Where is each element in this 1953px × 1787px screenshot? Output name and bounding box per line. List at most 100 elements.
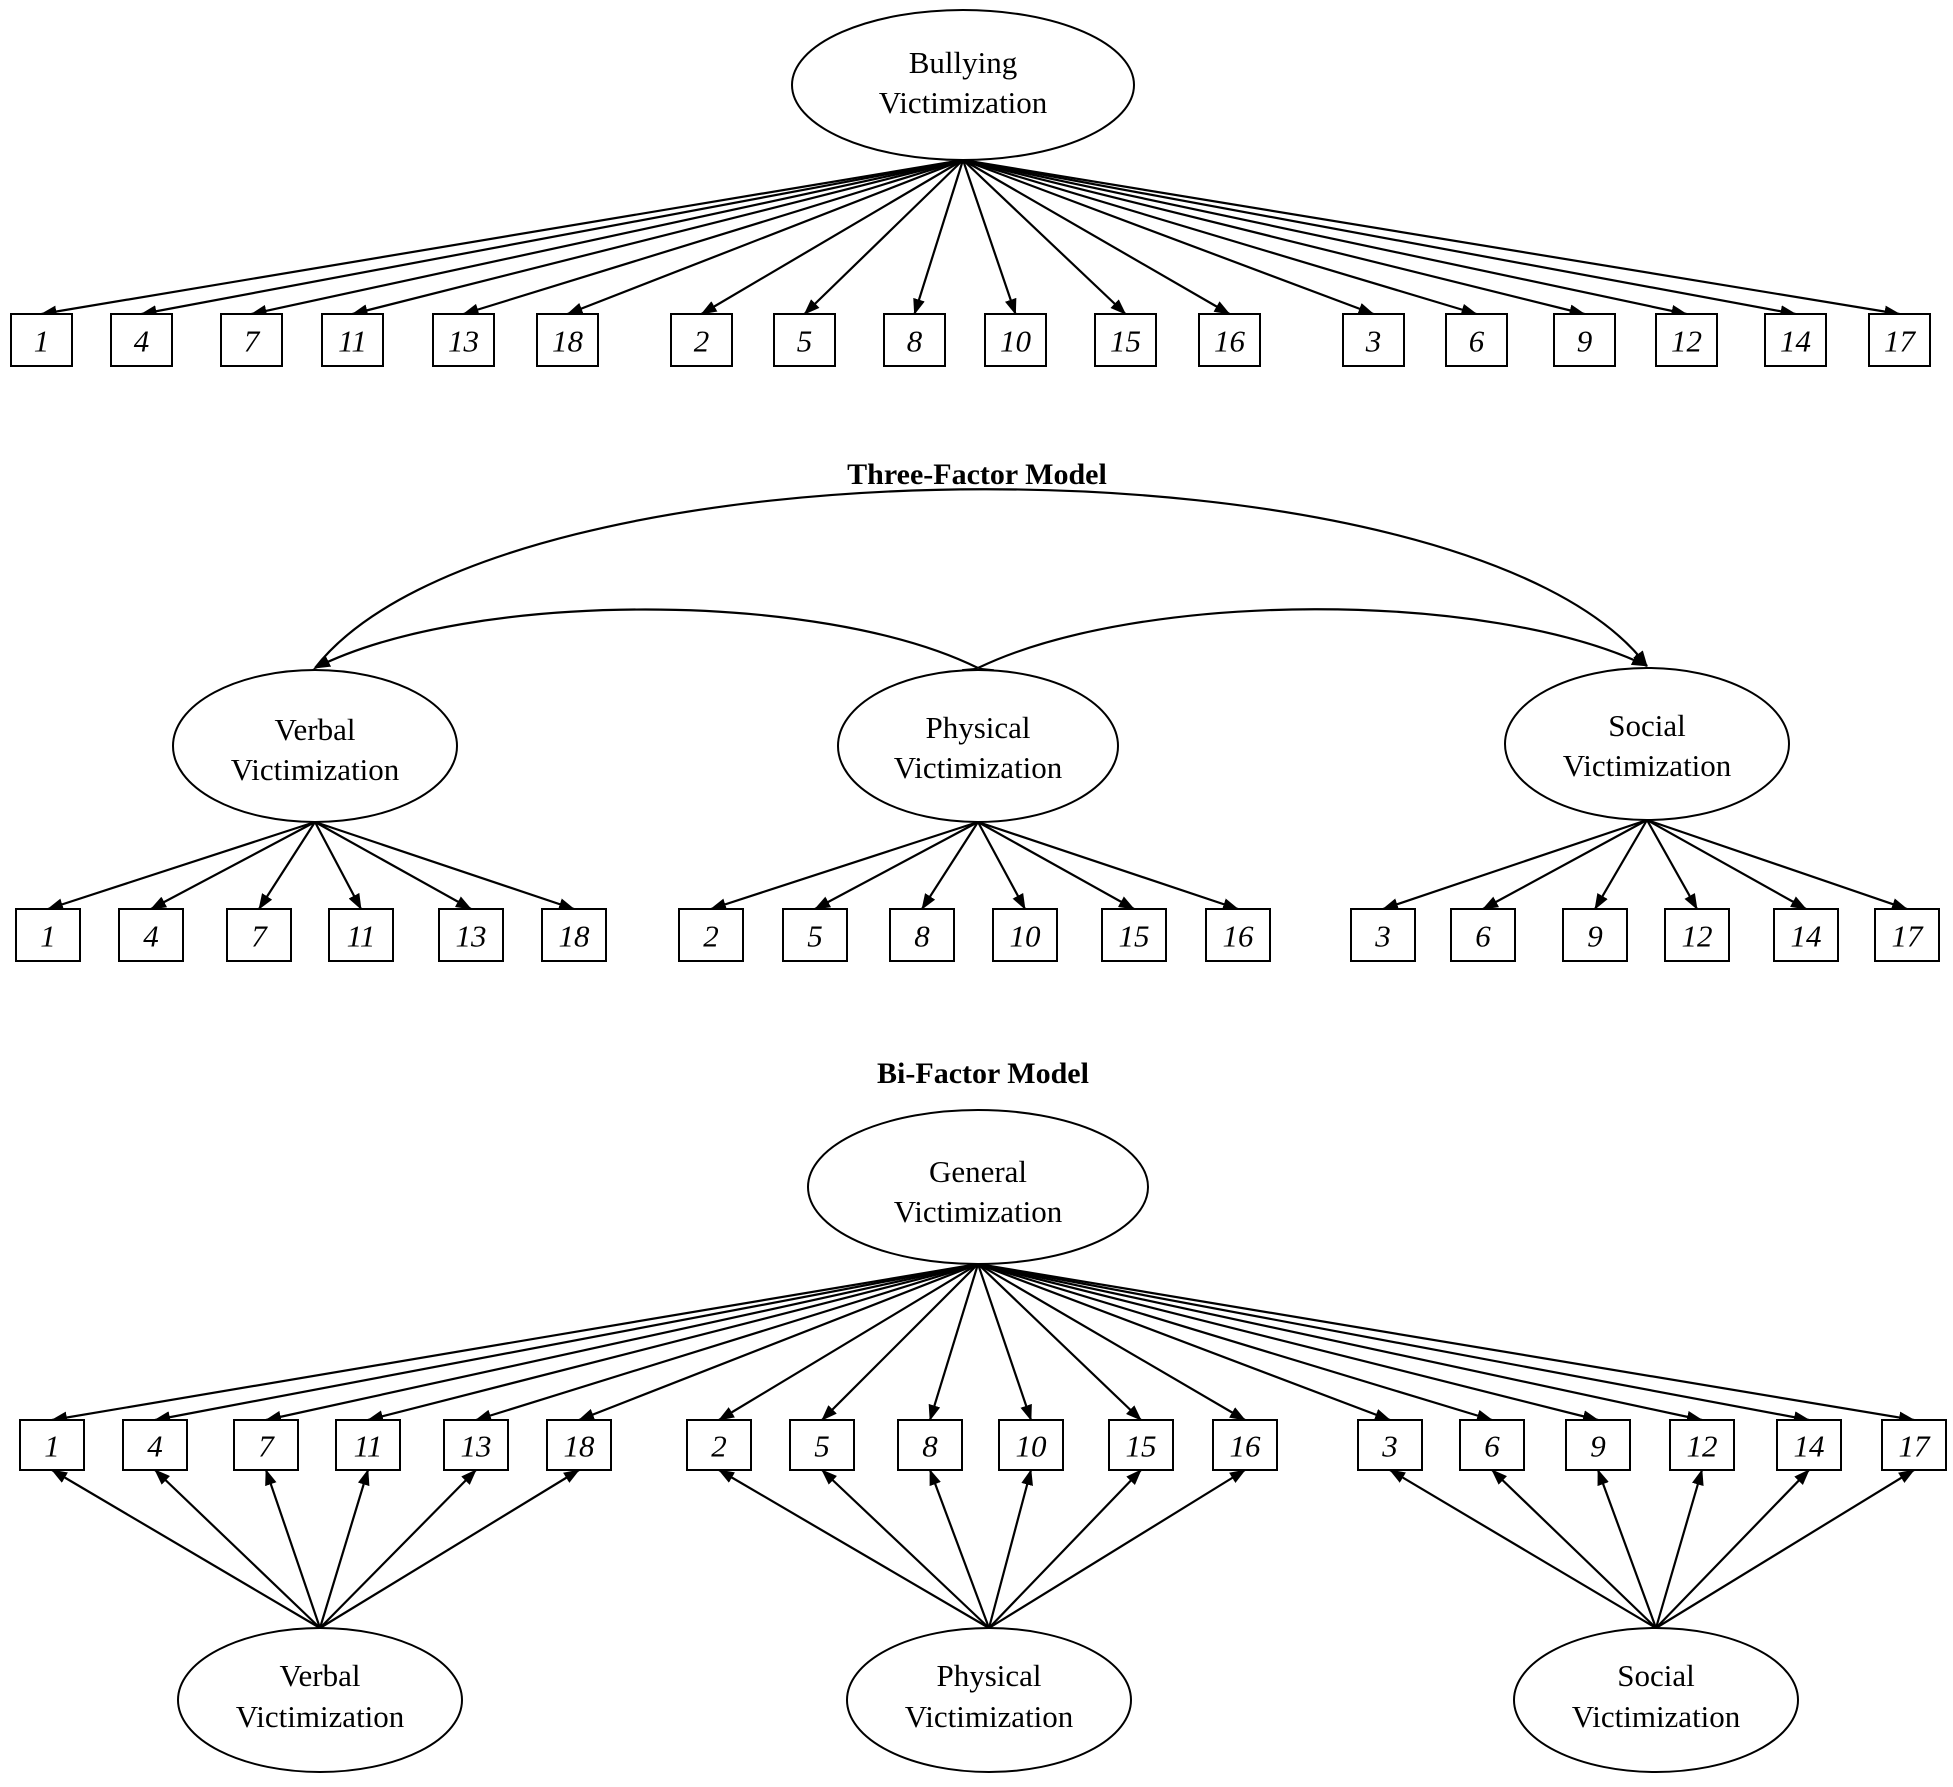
- item-box: 10: [984, 313, 1047, 367]
- item-box: 12: [1664, 908, 1730, 962]
- item-box: 18: [546, 1419, 612, 1471]
- item-label: 18: [552, 324, 584, 359]
- loading-arrow: [250, 158, 964, 317]
- item-box: 9: [1562, 908, 1628, 962]
- item-label: 16: [1223, 919, 1255, 954]
- loading-arrow: [803, 159, 964, 315]
- general-loading-arrow: [51, 1262, 979, 1424]
- item-label: 13: [448, 324, 479, 359]
- item-box: 15: [1108, 1419, 1174, 1471]
- latent-label-line-1: Social: [1617, 1658, 1695, 1693]
- item-box: 5: [773, 313, 836, 367]
- loading-arrow: [962, 159, 1127, 315]
- item-box: 11: [335, 1419, 401, 1471]
- general-loading-arrow: [977, 1262, 1493, 1422]
- loading-arrow: [962, 159, 1231, 315]
- item-label: 10: [1000, 324, 1032, 359]
- item-label: 17: [1884, 324, 1917, 359]
- loading-arrow: [977, 821, 1135, 910]
- item-label: 14: [1791, 919, 1822, 954]
- item-box: 13: [443, 1419, 509, 1471]
- item-box: 9: [1565, 1419, 1631, 1471]
- loading-arrow: [962, 158, 1586, 317]
- loading-arrow: [1594, 819, 1648, 910]
- item-box: 1: [10, 313, 73, 367]
- general-loading-arrow: [977, 1263, 1142, 1421]
- loading-arrow: [1482, 819, 1648, 910]
- item-label: 3: [1374, 919, 1391, 954]
- general-loading-arrow: [977, 1262, 1810, 1424]
- loading-arrow: [1382, 818, 1648, 911]
- item-box: 13: [432, 313, 495, 367]
- general-loading-arrow: [928, 1263, 980, 1421]
- latent-label-line-2: Victimization: [879, 85, 1048, 120]
- item-label: 12: [1671, 324, 1702, 359]
- specific-loading-arrow: [1596, 1469, 1658, 1629]
- item-box: 10: [992, 908, 1058, 962]
- item-box: 5: [782, 908, 848, 962]
- specific-loading-arrow: [318, 1469, 370, 1629]
- item-box: 4: [122, 1419, 188, 1471]
- item-label: 7: [251, 919, 268, 954]
- specific-loading-arrow: [51, 1469, 321, 1629]
- specific-loading-arrow: [1655, 1469, 1810, 1629]
- loading-arrow: [40, 158, 964, 318]
- general-loading-arrow: [578, 1262, 979, 1422]
- general-loading-arrow: [265, 1262, 979, 1423]
- loading-arrow: [1646, 819, 1698, 910]
- latent-label-line-2: Victimization: [894, 750, 1063, 785]
- loading-arrow: [962, 158, 1901, 318]
- item-box: 6: [1450, 908, 1516, 962]
- covariance-verbal-social: [301, 488, 1648, 684]
- item-box: 11: [328, 908, 394, 962]
- item-box: 3: [1357, 1419, 1423, 1471]
- item-label: 7: [244, 324, 261, 359]
- latent-social-victimization: Social Victimization: [1504, 667, 1790, 821]
- item-label: 5: [814, 1429, 830, 1464]
- item-label: 4: [134, 324, 150, 359]
- item-label: 10: [1010, 919, 1042, 954]
- general-loading-arrow: [977, 1262, 1915, 1424]
- item-box: 17: [1868, 313, 1931, 367]
- item-label: 14: [1794, 1429, 1825, 1464]
- general-loading-arrow: [475, 1262, 979, 1422]
- loading-arrow: [314, 820, 575, 911]
- latent-verbal-victimization: Verbal Victimization: [177, 1627, 463, 1773]
- item-box: 8: [889, 908, 955, 962]
- covariance-verbal-physical: [314, 608, 995, 681]
- item-label: 15: [1126, 1429, 1157, 1464]
- loading-arrow: [47, 820, 316, 911]
- item-label: 15: [1119, 919, 1150, 954]
- general-loading-arrow: [976, 1263, 1033, 1421]
- edges-layer: [40, 158, 1915, 1629]
- item-box: 3: [1350, 908, 1416, 962]
- bi-factor-model: Bi-Factor Model General Victimization Ve…: [19, 1057, 1947, 1773]
- item-box: 4: [110, 313, 173, 367]
- latent-label-line-2: Victimization: [905, 1699, 1074, 1734]
- specific-loading-arrow: [264, 1469, 322, 1629]
- latent-label-line-1: Physical: [925, 710, 1030, 745]
- item-label: 5: [797, 324, 813, 359]
- item-label: 16: [1230, 1429, 1262, 1464]
- item-label: 17: [1892, 919, 1925, 954]
- loading-arrow: [962, 158, 1478, 316]
- latent-label-line-1: Verbal: [275, 712, 356, 747]
- item-box: 8: [883, 313, 946, 367]
- specific-loading-arrow: [154, 1469, 321, 1629]
- item-box: 15: [1101, 908, 1167, 962]
- loading-arrow: [1646, 818, 1908, 911]
- latent-label-line-2: Victimization: [236, 1699, 405, 1734]
- latent-label-line-1: Physical: [936, 1658, 1041, 1693]
- specific-loading-arrow: [1389, 1469, 1657, 1629]
- item-label: 13: [456, 919, 487, 954]
- loading-arrow: [566, 158, 964, 316]
- loading-arrow: [351, 158, 964, 317]
- item-label: 1: [34, 324, 50, 359]
- bi-factor-title: Bi-Factor Model: [877, 1057, 1089, 1090]
- latent-label-line-2: Victimization: [231, 752, 400, 787]
